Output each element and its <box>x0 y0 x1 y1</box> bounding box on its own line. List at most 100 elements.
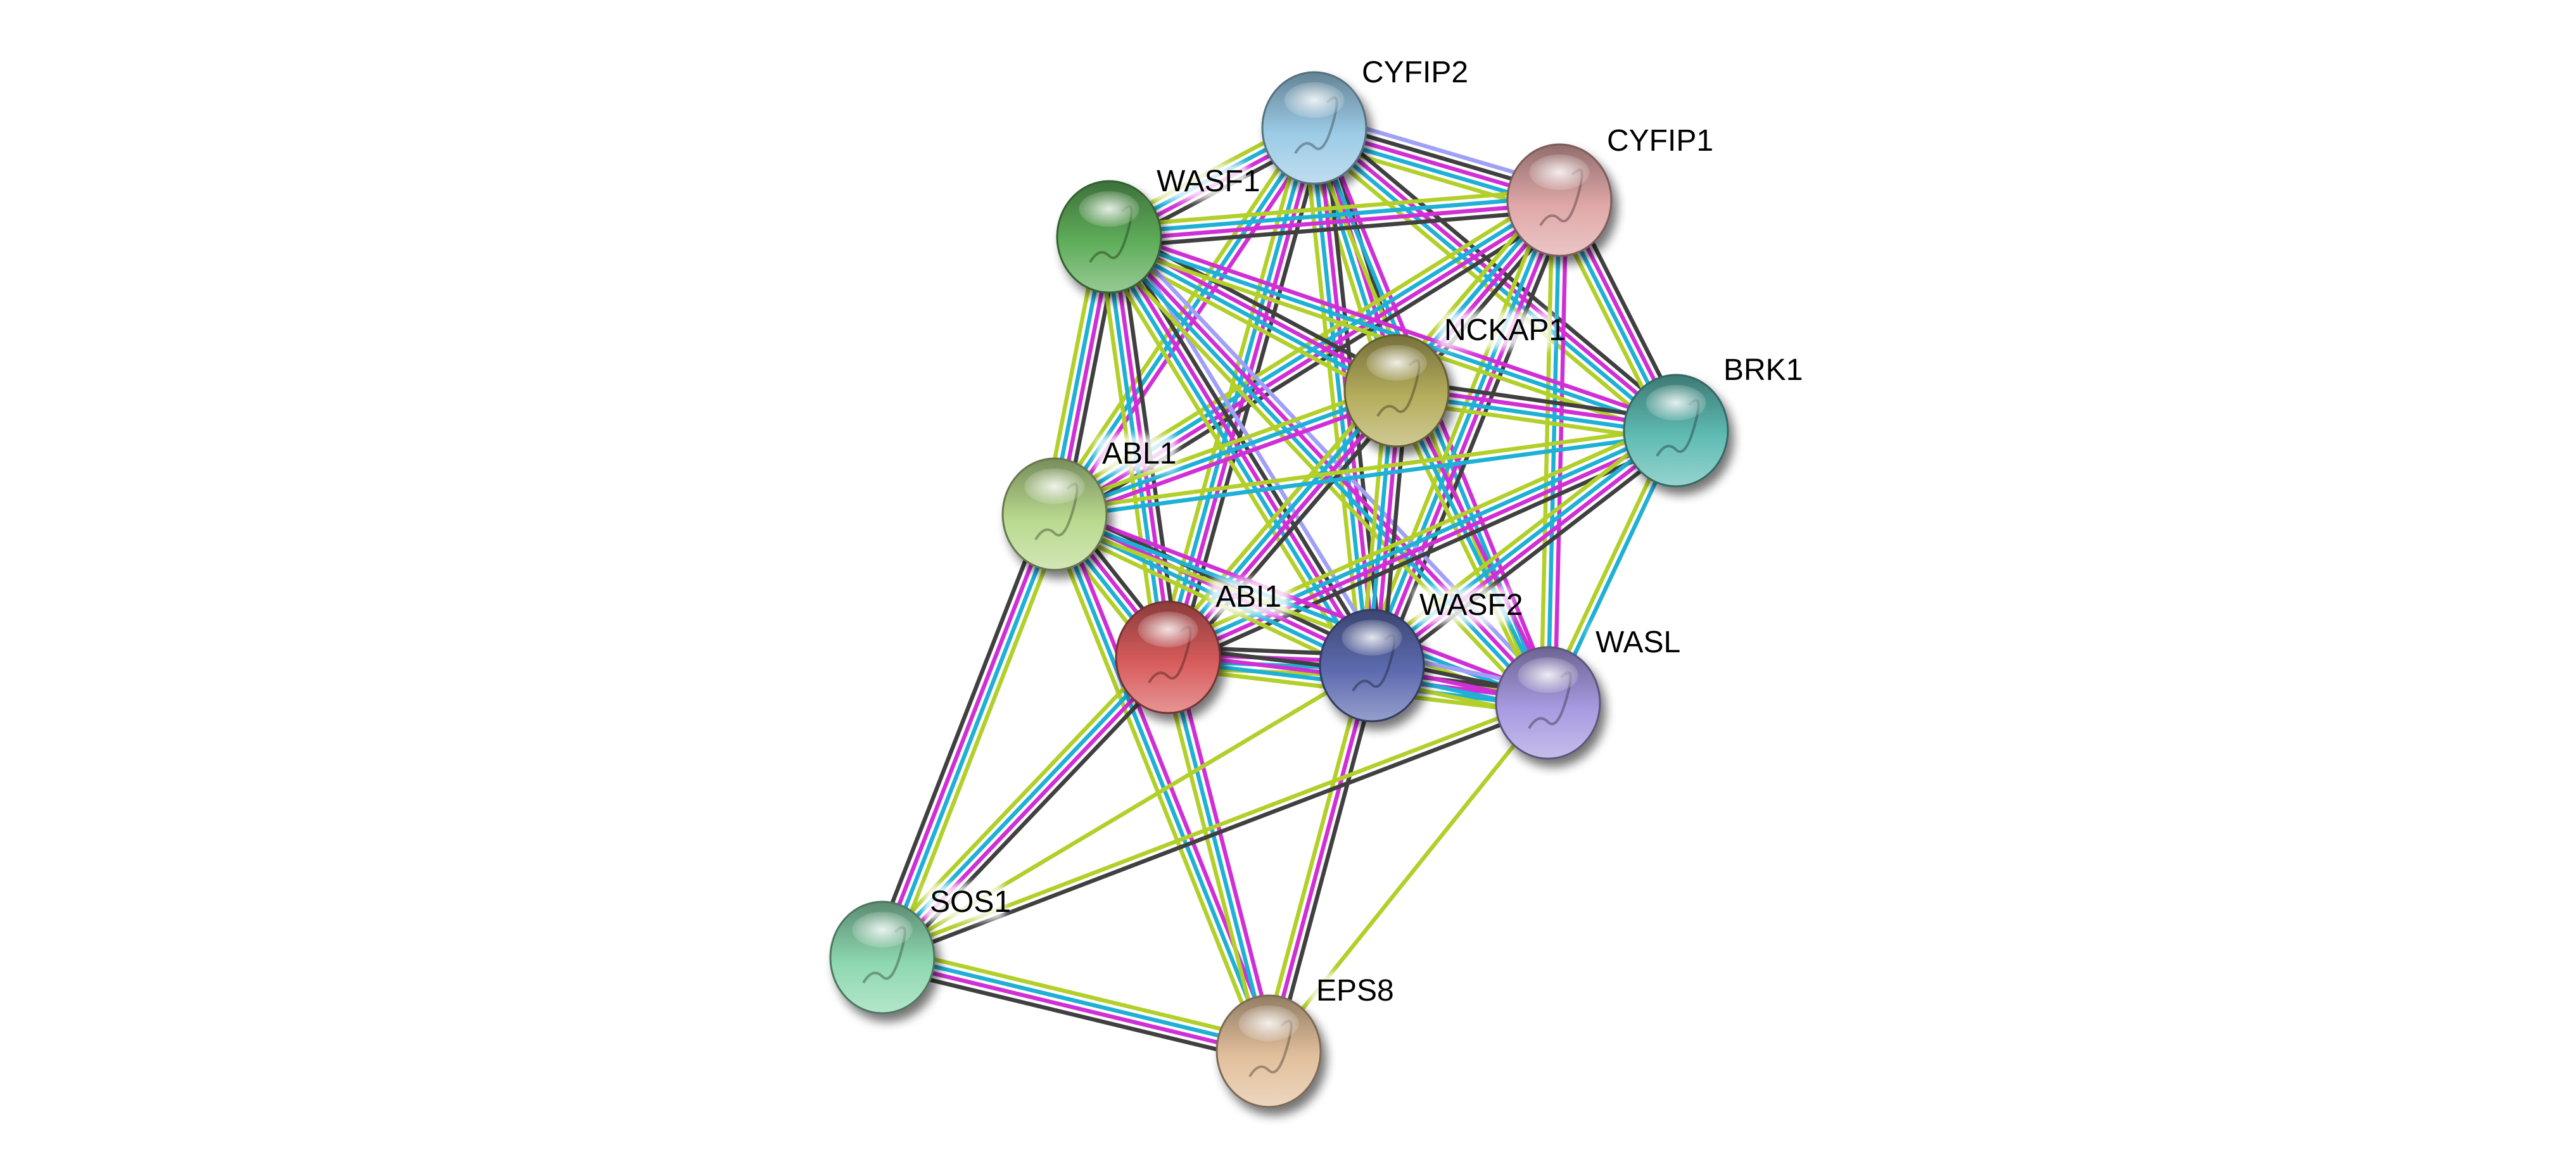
edge-line-coexpression <box>879 965 1267 1064</box>
node-sos1[interactable] <box>829 900 936 1014</box>
edge-line-experiments <box>1056 395 1400 523</box>
node-cyfip1[interactable] <box>1506 143 1613 257</box>
node-label-abi1: ABI1 <box>1209 579 1290 616</box>
node-label-text: BRK1 <box>1723 353 1803 387</box>
edge-line-textmining <box>1159 658 1264 1054</box>
edge-line-databases <box>1165 657 1271 1052</box>
edge-line-textmining <box>1100 243 1542 712</box>
node-label-text: ABI1 <box>1215 580 1281 614</box>
edge-line-textmining <box>1260 663 1367 1051</box>
edge-line-experiments <box>880 959 1269 1057</box>
node-highlight <box>1024 468 1085 505</box>
edge-line-databases <box>878 653 1167 957</box>
edge-line-textmining <box>1053 425 1676 513</box>
node-highlight <box>1342 619 1402 656</box>
node-label-cyfip1: CYFIP1 <box>1601 123 1716 160</box>
node-label-cyfip2: CYFIP2 <box>1355 54 1471 91</box>
edge-line-textmining <box>873 648 1162 952</box>
edge-line-databases <box>882 952 1271 1050</box>
label-background <box>1413 587 1511 624</box>
edge-line-databases <box>884 514 1060 960</box>
node-label-wasl: WASL <box>1589 624 1680 661</box>
edge-line-coexpression <box>1380 203 1571 671</box>
node-abi1[interactable] <box>1115 600 1221 714</box>
edge-line-databases <box>1108 194 1559 236</box>
edge-line-experiments <box>1107 236 1374 667</box>
edge-line-textmining <box>1046 515 1264 1055</box>
node-label-nckap1: NCKAP1 <box>1438 312 1566 349</box>
edge-line-experiments <box>1169 391 1401 661</box>
node-abl1[interactable] <box>1001 457 1108 571</box>
node-label-text: ABL1 <box>1102 437 1176 471</box>
node-highlight <box>1138 611 1198 648</box>
node-wasl[interactable] <box>1495 646 1601 760</box>
edge-cyfip1-wasf1[interactable] <box>1108 187 1561 250</box>
edge-line-experiments <box>1109 201 1560 243</box>
edge-line-databases <box>1052 513 1271 1052</box>
edge-cyfip1-wasf2[interactable] <box>1360 195 1571 671</box>
edge-nckap1-abl1[interactable] <box>1051 382 1400 523</box>
edge-line-textmining <box>1049 521 1369 677</box>
edge-line-databases <box>1366 198 1558 666</box>
label-background <box>1150 163 1248 200</box>
edge-nckap1-abi1[interactable] <box>1158 382 1406 666</box>
node-wasf1[interactable] <box>1056 180 1162 294</box>
node-highlight <box>1646 384 1706 421</box>
label-background <box>1438 312 1553 349</box>
node-label-text: CYFIP2 <box>1362 56 1468 89</box>
edge-line-coexpression <box>870 509 1047 955</box>
node-label-sos1: SOS1 <box>923 884 1011 921</box>
edge-line-experiments <box>1373 200 1565 668</box>
node-label-abl1: ABL1 <box>1096 436 1177 472</box>
nodes-layer <box>829 71 1729 1108</box>
edge-line-textmining <box>1051 382 1395 510</box>
edge-line-experiments <box>1110 228 1679 426</box>
node-label-text: EPS8 <box>1316 974 1394 1008</box>
edge-line-experiments <box>1400 386 1556 701</box>
node-highlight <box>1518 657 1578 693</box>
node-brk1[interactable] <box>1623 374 1729 488</box>
edge-sos1-eps8[interactable] <box>879 945 1272 1064</box>
node-highlight <box>1366 344 1427 381</box>
node-label-eps8: EPS8 <box>1310 973 1394 1009</box>
edge-line-databases <box>1053 388 1398 517</box>
edge-brk1-abl1[interactable] <box>1053 425 1677 520</box>
edge-nckap1-wasl[interactable] <box>1388 386 1556 707</box>
edge-line-databases <box>1395 389 1550 704</box>
node-highlight <box>1079 191 1139 227</box>
node-wasf2[interactable] <box>1319 609 1425 723</box>
edge-line-coexpression <box>1377 437 1684 676</box>
node-label-wasf2: WASF2 <box>1413 587 1523 624</box>
node-cyfip2[interactable] <box>1261 71 1367 185</box>
node-label-text: SOS1 <box>930 885 1011 919</box>
node-eps8[interactable] <box>1215 994 1322 1108</box>
edge-line-textmining <box>1388 393 1544 707</box>
node-highlight <box>1284 82 1345 118</box>
edge-line-databases <box>1164 387 1396 657</box>
edge-line-experiments <box>1373 431 1680 670</box>
edge-abi1-eps8[interactable] <box>1159 655 1278 1054</box>
node-label-text: CYFIP1 <box>1607 124 1713 158</box>
node-highlight <box>1238 1005 1299 1042</box>
edges-layer <box>870 112 1687 1064</box>
edge-line-coexpression <box>1110 208 1561 250</box>
edge-line-textmining <box>890 517 1067 963</box>
edge-abl1-sos1[interactable] <box>870 509 1067 963</box>
edge-line-textmining <box>1158 382 1390 652</box>
edge-line-experiments <box>877 512 1053 957</box>
label-background <box>1601 123 1716 160</box>
edge-wasf2-eps8[interactable] <box>1260 663 1381 1054</box>
edge-line-experiments <box>1056 505 1552 698</box>
node-label-brk1: BRK1 <box>1717 352 1803 389</box>
label-background <box>1209 579 1290 616</box>
label-background <box>1096 436 1177 472</box>
node-label-wasf1: WASF1 <box>1150 163 1260 200</box>
label-background <box>923 884 1005 921</box>
node-nckap1[interactable] <box>1343 334 1450 448</box>
edge-line-experiments <box>1172 655 1278 1051</box>
node-highlight <box>1529 154 1590 191</box>
label-background <box>1589 624 1670 661</box>
edge-line-textmining <box>1360 195 1552 663</box>
